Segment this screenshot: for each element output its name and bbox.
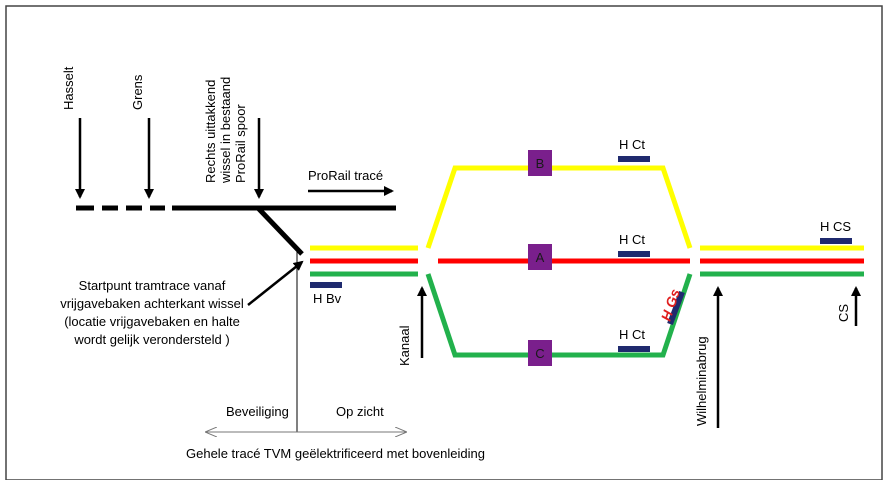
arrow-pointer-icon [247, 260, 304, 306]
route-box-c [528, 340, 552, 366]
label-grens: Grens [130, 74, 145, 110]
startpunt-line-2: vrijgavebaken achterkant wissel [60, 296, 244, 311]
label-prorail-trace: ProRail tracé [308, 168, 383, 183]
route-box-b [528, 150, 552, 176]
route-box-a-label: A [536, 250, 545, 265]
halte-bar-hgs [667, 290, 685, 326]
halte-bar-hct-top [618, 156, 650, 162]
startpunt-line-1: Startpunt tramtrace vanaf [79, 278, 226, 293]
route-box-c-label: C [535, 346, 544, 361]
label-wilhelminabrug: Wilhelminabrug [694, 336, 709, 426]
label-rechts-line-3: ProRail spoor [233, 104, 248, 183]
label-hasselt: Hasselt [61, 66, 76, 110]
route-box-b-label: B [536, 156, 545, 171]
switch-branch [256, 206, 304, 256]
label-op-zicht: Op zicht [336, 404, 384, 419]
label-hct-bot: H Ct [619, 327, 645, 342]
startpunt-line-4: wordt gelijk verondersteld ) [73, 332, 229, 347]
halte-bar-hbv [310, 282, 342, 288]
label-beveiliging: Beveiliging [226, 404, 289, 419]
label-rechts-line-2: wissel in bestaand [218, 77, 233, 184]
startpunt-line-3: (locatie vrijgavebaken en halte [64, 314, 240, 329]
yellow-route-b [425, 165, 693, 249]
label-gehele-trace: Gehele tracé TVM geëlektrificeerd met bo… [186, 446, 485, 461]
halte-bar-hct-mid [618, 251, 650, 257]
label-hbv: H Bv [313, 291, 342, 306]
label-kanaal: Kanaal [397, 325, 412, 366]
label-hct-mid: H Ct [619, 232, 645, 247]
label-hcs: H CS [820, 219, 851, 234]
label-hct-top: H Ct [619, 137, 645, 152]
label-cs: CS [836, 304, 851, 322]
route-box-a [528, 244, 552, 270]
diagram-frame [5, 5, 883, 480]
label-rechts-uittakkend: Rechts uittakkend wissel in bestaand Pro… [203, 77, 248, 184]
startpunt-description: Startpunt tramtrace vanaf vrijgavebaken … [60, 278, 244, 347]
halte-bar-hct-bot [618, 346, 650, 352]
label-rechts-line-1: Rechts uittakkend [203, 80, 218, 183]
halte-bar-hcs [820, 238, 852, 244]
